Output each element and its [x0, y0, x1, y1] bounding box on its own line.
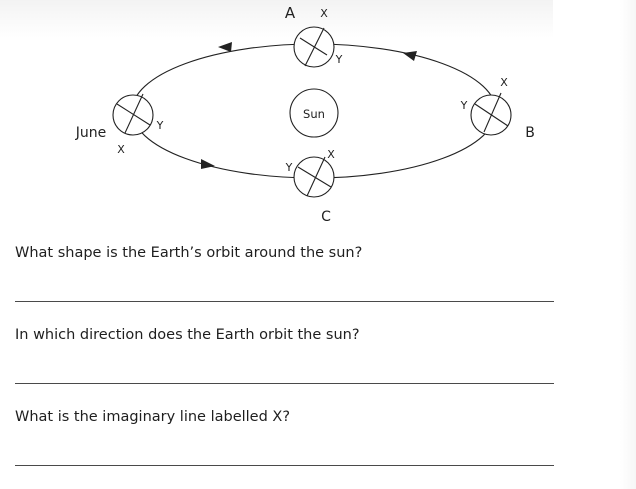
orbit-arrow-top-right [403, 51, 417, 61]
position-label-a: A [285, 4, 296, 22]
orbit-diagram: Sun A X Y B X Y C X Y June X Y [75, 4, 535, 225]
answer-line-orbit-shape[interactable] [15, 301, 554, 302]
axis-label-x-june: X [117, 143, 125, 156]
earth-position-a [293, 26, 335, 68]
question-orbit-shape: What shape is the Earth’s orbit around t… [15, 245, 363, 261]
axis-label-x-c: X [327, 148, 335, 161]
orbit-arrow-bottom [201, 159, 215, 169]
position-label-c: C [321, 209, 331, 225]
axis-label-y-b: Y [460, 99, 468, 112]
answer-line-orbit-direction[interactable] [15, 383, 554, 384]
position-label-june: June [75, 125, 107, 141]
earth-position-june [112, 93, 154, 136]
top-shade [0, 0, 553, 38]
sun-circle [289, 88, 339, 138]
axis-label-x-a: X [320, 7, 328, 20]
axis-label-x-b: X [500, 76, 508, 89]
sun-label: Sun [303, 107, 325, 121]
earth-position-c [293, 156, 335, 198]
question-orbit-direction: In which direction does the Earth orbit … [15, 327, 360, 343]
axis-label-y-june: Y [156, 119, 164, 132]
answer-line-imaginary-line[interactable] [15, 465, 554, 466]
question-imaginary-line: What is the imaginary line labelled X? [15, 409, 291, 425]
position-label-b: B [525, 125, 535, 141]
earth-position-b [470, 92, 512, 136]
orbit-arrow-top-left [218, 42, 232, 52]
axis-label-y-c: Y [285, 161, 293, 174]
right-edge [620, 0, 636, 489]
axis-label-y-a: Y [335, 53, 343, 66]
